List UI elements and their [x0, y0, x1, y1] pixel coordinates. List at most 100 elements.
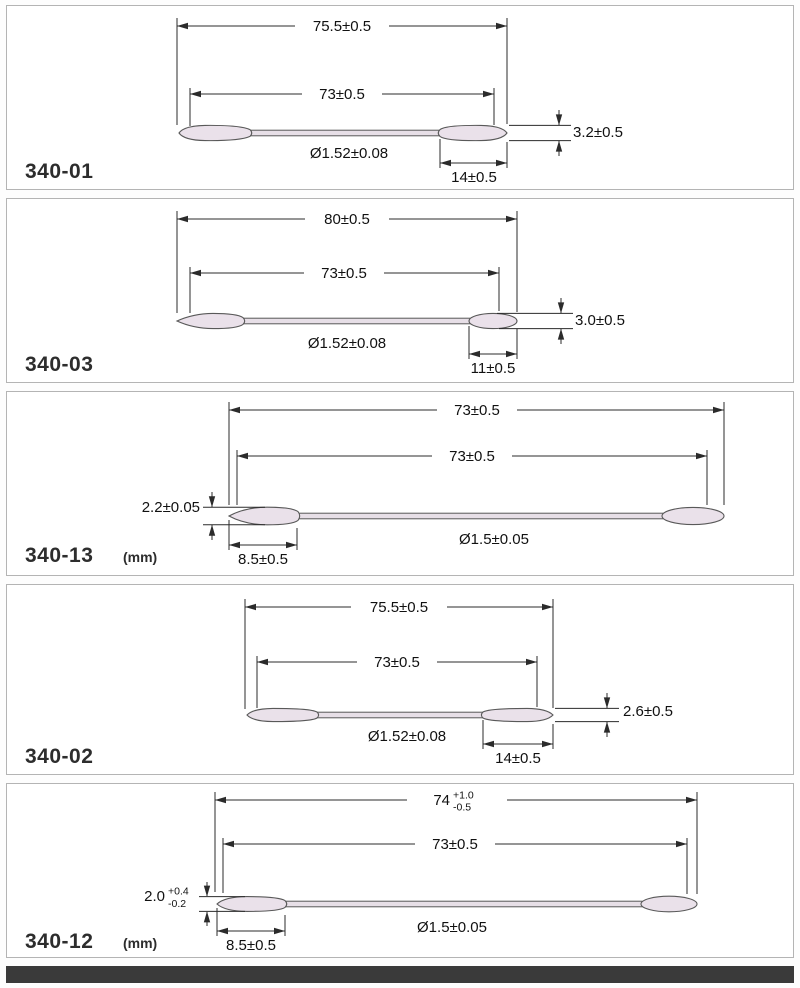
swab-stick: [283, 900, 643, 908]
inner-dimension: 73±0.5: [256, 654, 538, 708]
inner-dimension: 73±0.5: [236, 448, 708, 505]
dimension-lines: [482, 720, 554, 749]
model-label: 340-12: [25, 930, 93, 953]
model-label: 340-02: [25, 745, 93, 768]
diameter-label: Ø1.52±0.08: [310, 145, 388, 162]
arrowhead-right-icon: [542, 603, 553, 611]
dimension-lines: [228, 402, 725, 505]
swab-drawing: [216, 895, 698, 913]
arrowhead-left-icon: [177, 22, 188, 30]
dimension-lines: [236, 450, 708, 505]
arrowhead-down-icon: [208, 496, 216, 508]
dimension-lines: [189, 88, 495, 126]
diameter-label: Ø1.52±0.08: [308, 335, 386, 352]
swab-tip-left: [246, 707, 320, 723]
overall-dimension: 75.5±0.5: [244, 599, 554, 709]
swab-stick: [248, 129, 442, 137]
arrowhead-right-icon: [496, 159, 507, 167]
panel-340-12: 74 +1.0 -0.5 73±0.5 Ø1.5±0.05 2.0 +0.4 -…: [6, 783, 794, 958]
dimension-lines: [199, 882, 245, 926]
tip-height-label: 2.2±0.05: [142, 499, 200, 516]
tip-height-dimension: 3.0±0.5: [497, 298, 625, 344]
arrowhead-up-icon: [555, 140, 563, 152]
dimension-lines: [222, 838, 688, 894]
dimension-lines: [256, 656, 538, 708]
arrowhead-right-icon: [286, 541, 297, 549]
dimension-lines: [555, 693, 619, 737]
model-label: 340-13: [25, 544, 93, 567]
swab-stick: [296, 512, 664, 520]
arrowhead-left-icon: [245, 603, 256, 611]
arrowhead-right-icon: [506, 350, 517, 358]
panel-340-13: 73±0.5 73±0.5 Ø1.5±0.05 2.2±0.05 8.5±0.5…: [6, 391, 794, 576]
swab-tip-right: [468, 312, 518, 330]
tip-height-dimension: 2.0 +0.4 -0.2: [144, 882, 245, 926]
arrowhead-left-icon: [223, 840, 234, 848]
overall-dimension-label: 75.5±0.5: [313, 18, 371, 35]
arrowhead-left-icon: [237, 452, 248, 460]
panel-340-01: 75.5±0.5 73±0.5 Ø1.52±0.08 3.2±0.5 14±0.…: [6, 5, 794, 190]
swab-tip-left: [178, 124, 253, 142]
arrowhead-right-icon: [526, 658, 537, 666]
arrowhead-right-icon: [713, 406, 724, 414]
arrowhead-up-icon: [557, 328, 565, 340]
diameter-label: Ø1.52±0.08: [368, 728, 446, 745]
tip-height-dimension: 3.2±0.5: [509, 110, 623, 156]
tip-length-label: 11±0.5: [471, 360, 516, 377]
tip-length-label: 8.5±0.5: [226, 937, 276, 954]
bottom-dark-bar: [6, 966, 794, 983]
arrowhead-left-icon: [217, 927, 228, 935]
dimension-lines: [497, 298, 573, 344]
dimension-lines: [189, 267, 500, 313]
tip-height-tol-lower: -0.2: [168, 898, 186, 910]
swab-stick: [241, 317, 471, 325]
dimension-lines: [439, 139, 508, 168]
tip-length-dimension: 8.5±0.5: [228, 520, 298, 568]
inner-dimension-label: 73±0.5: [432, 836, 478, 853]
swab-tip-left: [175, 312, 246, 330]
arrowhead-left-icon: [190, 269, 201, 277]
swab-drawing: [227, 506, 725, 526]
dimension-lines: [214, 792, 698, 894]
overall-dimension-tol-lower: -0.5: [453, 802, 471, 814]
dimension-lines: [244, 599, 554, 709]
dimension-lines: [216, 908, 286, 936]
tip-height-label: 3.2±0.5: [573, 124, 623, 141]
swab-tip-left: [216, 896, 288, 912]
tip-height-dimension: 2.6±0.5: [555, 693, 673, 737]
tip-length-label: 8.5±0.5: [238, 551, 288, 568]
inner-dimension-label: 73±0.5: [321, 265, 367, 282]
unit-label: (mm): [123, 935, 157, 951]
tip-length-dimension: 14±0.5: [439, 139, 508, 186]
inner-dimension: 73±0.5: [189, 265, 500, 313]
tip-length-dimension: 8.5±0.5: [216, 908, 286, 954]
overall-dimension: 74 +1.0 -0.5: [214, 790, 698, 894]
arrowhead-left-icon: [440, 159, 451, 167]
inner-dimension: 73±0.5: [222, 836, 688, 894]
arrowhead-down-icon: [557, 302, 565, 314]
tip-length-label: 14±0.5: [451, 169, 497, 186]
overall-dimension-label: 73±0.5: [454, 402, 500, 419]
overall-dimension-base: 74: [433, 792, 450, 809]
arrowhead-up-icon: [603, 721, 611, 733]
arrowhead-right-icon: [676, 840, 687, 848]
arrowhead-left-icon: [215, 796, 226, 804]
model-label: 340-03: [25, 353, 93, 376]
overall-dimension-tol-upper: +1.0: [453, 790, 474, 802]
tip-height-label: 3.0±0.5: [575, 312, 625, 329]
model-label: 340-01: [25, 160, 93, 183]
dimension-lines: [176, 18, 508, 125]
swab-tip-right: [640, 895, 698, 913]
arrowhead-left-icon: [229, 406, 240, 414]
dimension-lines: [176, 211, 518, 313]
unit-label: (mm): [123, 549, 157, 565]
tip-height-tol-upper: +0.4: [168, 886, 189, 898]
arrowhead-right-icon: [496, 22, 507, 30]
diameter-label: Ø1.5±0.05: [417, 919, 487, 936]
tip-length-dimension: 11±0.5: [468, 326, 518, 377]
swab-tip-left: [227, 506, 301, 526]
swab-drawing: [178, 124, 508, 142]
overall-dimension: 73±0.5: [228, 402, 725, 505]
swab-tip-right: [480, 707, 554, 723]
swab-drawing: [175, 312, 518, 330]
